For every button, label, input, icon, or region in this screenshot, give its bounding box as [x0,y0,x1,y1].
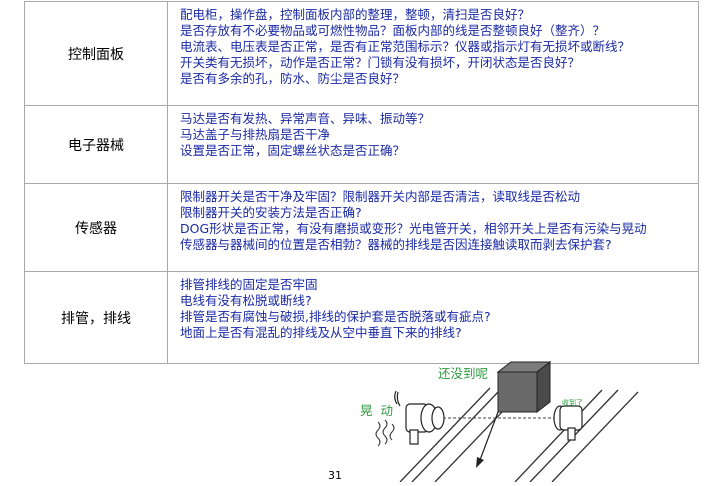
table-row: 控制面板 配电柜，操作盘，控制面板内部的整理，整顿，清扫是否良好？ 是否存放有不… [24,1,699,106]
check-item: 马达盖子与排热扇是否干净 [180,127,331,142]
arrow-head-icon [476,457,484,468]
vibration-lines [375,419,395,447]
page-number: 31 [328,469,342,482]
check-item: 是否有多余的孔，防水、防尘是否良好？ [180,71,406,86]
check-item: 开关类有无损坏，动作是否正常？门锁有没有损坏，开闭状态是否良好？ [180,55,581,70]
check-item: DOG形状是否正常，有没有磨损或变形？光电管开关，相邻开关上是否有污染与晃动 [180,221,647,236]
check-item: 传感器与器械间的位置是否相勃？器械的排线是否因连接触读取而剥去保护套? [180,237,612,252]
shaking-sensor-icon [394,390,445,445]
items-cell: 限制器开关是否干净及牢固？限制器开关内部是否清洁，读取线是否松动 限制器开关的安… [167,183,699,272]
category-cell: 排管，排线 [24,271,168,364]
items-cell: 配电柜，操作盘，控制面板内部的整理，整顿，清扫是否良好？ 是否存放有不必要物品或… [167,1,699,106]
check-item: 限制器开关的安装方法是否正确? [180,205,362,220]
received-label: 收到了 [562,399,583,407]
check-item: 电线有没有松脱或断线? [180,293,312,308]
category-cell: 控制面板 [24,1,168,106]
check-item: 限制器开关是否干净及牢固？限制器开关内部是否清洁，读取线是否松动 [180,189,581,204]
check-item: 排管排线的固定是否牢固 [180,277,318,292]
table-row: 电子器械 马达是否有发热、异常声音、异味、振动等？ 马达盖子与排热扇是否干净 设… [24,105,699,184]
check-item: 配电柜，操作盘，控制面板内部的整理，整顿，清扫是否良好？ [180,7,531,22]
receiver-sensor-icon [553,405,583,441]
check-item: 设置是否正常，固定螺丝状态是否正确？ [180,143,406,158]
sensor-illustration: 还没到呢 晃 动 收到了 [340,360,640,483]
check-item: 地面上是否有混乱的排线及从空中垂直下来的排线? [180,325,462,340]
shaking-label: 晃 动 [360,403,393,418]
motion-arrow [479,411,499,461]
category-cell: 电子器械 [24,105,168,184]
check-item: 是否存放有不必要物品或可燃性物品？面板内部的线是否整顿良好（整齐）？ [180,23,606,38]
inspection-checklist-table: 控制面板 配电柜，操作盘，控制面板内部的整理，整顿，清扫是否良好？ 是否存放有不… [24,1,699,364]
check-item: 电流表、电压表是否正常，是否有正常范围标示？仪器或指示灯有无损坏或断线？ [180,39,631,54]
not-arrived-label: 还没到呢 [438,366,489,381]
check-item: 马达是否有发热、异常声音、异味、振动等？ [180,111,431,126]
box-icon [496,360,552,414]
table-row: 排管，排线 排管排线的固定是否牢固 电线有没有松脱或断线? 排管是否有腐蚀与破损… [24,271,699,364]
items-cell: 排管排线的固定是否牢固 电线有没有松脱或断线? 排管是否有腐蚀与破损,排线的保护… [167,271,699,364]
table-row: 传感器 限制器开关是否干净及牢固？限制器开关内部是否清洁，读取线是否松动 限制器… [24,183,699,272]
conveyor-sensor-drawing [375,360,639,483]
check-item: 排管是否有腐蚀与破损,排线的保护套是否脱落或有疵点? [180,309,491,324]
items-cell: 马达是否有发热、异常声音、异味、振动等？ 马达盖子与排热扇是否干净 设置是否正常… [167,105,699,184]
category-cell: 传感器 [24,183,168,272]
